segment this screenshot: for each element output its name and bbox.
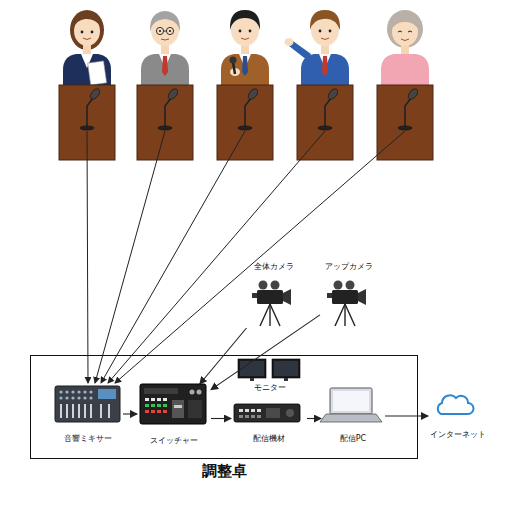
mixer-icon — [55, 386, 120, 422]
signal-arrow — [307, 418, 321, 419]
encoder-icon — [234, 404, 300, 422]
camera-node: 全体カメラ — [245, 262, 303, 328]
device-label: インターネット — [418, 430, 498, 440]
console-frame: 調整卓音響ミキサースイッチャーモニター配信機材配信PC — [30, 355, 418, 459]
laptop-icon — [320, 388, 382, 422]
cloud-node: インターネット — [428, 392, 488, 440]
label-group: アップカメラ — [310, 262, 388, 272]
label-group: 配信PC — [311, 434, 395, 444]
device-node: 音響ミキサー — [53, 384, 123, 444]
device-label: モニター — [223, 383, 317, 393]
speaker-figure — [285, 10, 350, 92]
device-label: 音響ミキサー — [43, 434, 133, 444]
signal-arrow — [211, 418, 231, 419]
device-label: スイッチャー — [127, 436, 221, 446]
speaker-figure — [221, 10, 269, 92]
label-group: 調整卓 — [21, 462, 427, 480]
device-node: モニター — [233, 358, 307, 393]
speaker-figure — [63, 10, 111, 92]
console-heading: 調整卓 — [21, 462, 427, 480]
signal-arrow — [200, 328, 247, 384]
label-group: モニター — [223, 383, 317, 393]
mic-cable — [87, 131, 405, 383]
podium-mic — [87, 98, 411, 128]
speaker-figure — [141, 11, 189, 92]
device-node: 配信機材 — [231, 393, 307, 444]
signal-arrow — [211, 315, 320, 390]
label-group: 配信機材 — [221, 434, 317, 444]
podium — [59, 85, 433, 160]
signal-arrow — [385, 415, 428, 416]
camera-node: アップカメラ — [320, 262, 378, 328]
speaker-figure — [381, 10, 429, 92]
device-node: 配信PC — [321, 384, 385, 444]
label-group: 音響ミキサー — [43, 434, 133, 444]
label-group: スイッチャー — [127, 436, 221, 446]
camera-icon — [252, 281, 291, 327]
switcher-icon — [140, 384, 206, 424]
monitor-icon — [238, 359, 300, 381]
device-label: 全体カメラ — [235, 262, 313, 272]
label-group: 全体カメラ — [235, 262, 313, 272]
signal-arrow — [123, 413, 137, 414]
camera-icon — [327, 281, 366, 327]
device-node: スイッチャー — [137, 384, 211, 446]
device-label: 配信機材 — [221, 434, 317, 444]
device-label: アップカメラ — [310, 262, 388, 272]
label-group: インターネット — [418, 430, 498, 440]
device-label: 配信PC — [311, 434, 395, 444]
podium-mic-head — [80, 87, 420, 130]
cloud-icon — [438, 395, 474, 414]
